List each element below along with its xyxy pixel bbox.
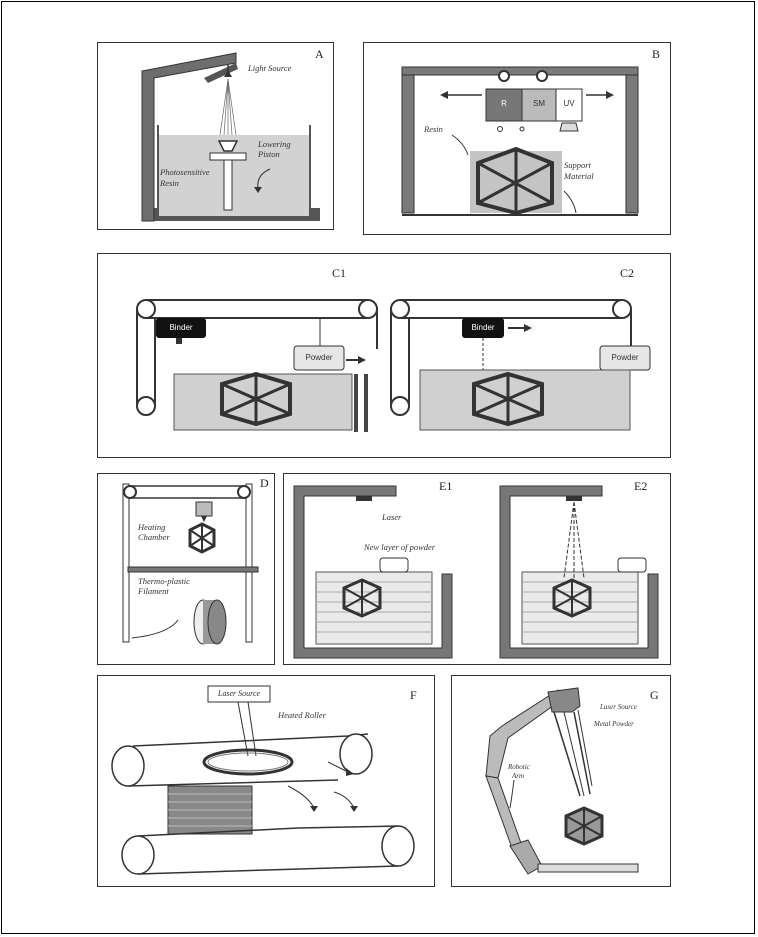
- laser-label: Laser: [382, 512, 402, 522]
- directed-energy-deposition-diagram: [485, 687, 639, 875]
- arm-label: Arm: [512, 772, 525, 780]
- binder-label-c2: Binder: [471, 323, 495, 332]
- resin-label: Resin: [160, 178, 179, 188]
- panel-g: G Laser Source Metal Powder Robotic Arm: [451, 675, 671, 887]
- panel-f-label: F: [410, 688, 417, 702]
- panel-b: B R SM UV Resin Support Material: [363, 42, 671, 235]
- chamber-label: Chamber: [138, 532, 170, 542]
- stereolithography-diagram: [141, 52, 320, 222]
- new-layer-label: New layer of powder: [364, 542, 436, 552]
- powder-bed-fusion-diagram: [293, 485, 659, 659]
- light-source-label: Light Source: [248, 63, 292, 73]
- heating-label: Heating: [138, 522, 166, 532]
- powder-label-c1: Powder: [305, 353, 333, 362]
- piston-label: Piston: [258, 149, 280, 159]
- resin-label: Resin: [424, 124, 443, 134]
- panel-e: E1 E2 Laser New layer of powder: [283, 473, 671, 665]
- sheet-lamination-diagram: [111, 685, 415, 875]
- metal-powder-label: Metal Powder: [594, 720, 634, 728]
- binder-jetting-diagram: [136, 299, 651, 432]
- r-cartridge-label: R: [501, 99, 507, 108]
- panel-e1-label: E1: [439, 479, 453, 493]
- panel-b-label: B: [652, 47, 661, 61]
- laser-source-label-g: Laser Source: [600, 703, 637, 711]
- panel-g-label: G: [650, 688, 659, 702]
- panel-c: C1 C2 Binder Powder Binder Powder: [97, 253, 671, 458]
- support-label: Support: [564, 160, 591, 170]
- filament-label: Filament: [138, 586, 169, 596]
- powder-label-c2: Powder: [611, 353, 639, 362]
- laser-source-label-f: Laser Source: [217, 689, 261, 698]
- lowering-label: Lowering: [258, 139, 291, 149]
- material-label: Material: [564, 171, 594, 181]
- panel-c2-label: C2: [620, 266, 635, 280]
- material-jetting-diagram: [401, 66, 639, 216]
- thermo-plastic-label: Thermo-plastic: [138, 576, 190, 586]
- robotic-label: Robotic: [508, 763, 530, 771]
- fused-deposition-diagram: [122, 483, 259, 645]
- heated-roller-label: Heated Roller: [278, 710, 326, 720]
- binder-label-c1: Binder: [169, 323, 193, 332]
- panel-d-label: D: [260, 476, 269, 490]
- panel-c1-label: C1: [332, 266, 347, 280]
- uv-lamp-label: UV: [563, 99, 575, 108]
- panel-a-label: A: [315, 47, 324, 61]
- panel-f: F Laser Source Heated Roller: [97, 675, 435, 887]
- panel-d: D Heating Chamber Thermo-plastic Filamen…: [97, 473, 275, 665]
- panel-e2-label: E2: [634, 479, 648, 493]
- panel-a: A Light Source Lowering Piston Photosens…: [97, 42, 334, 230]
- sm-cartridge-label: SM: [533, 99, 545, 108]
- photosensitive-label: Photosensitive: [160, 167, 210, 177]
